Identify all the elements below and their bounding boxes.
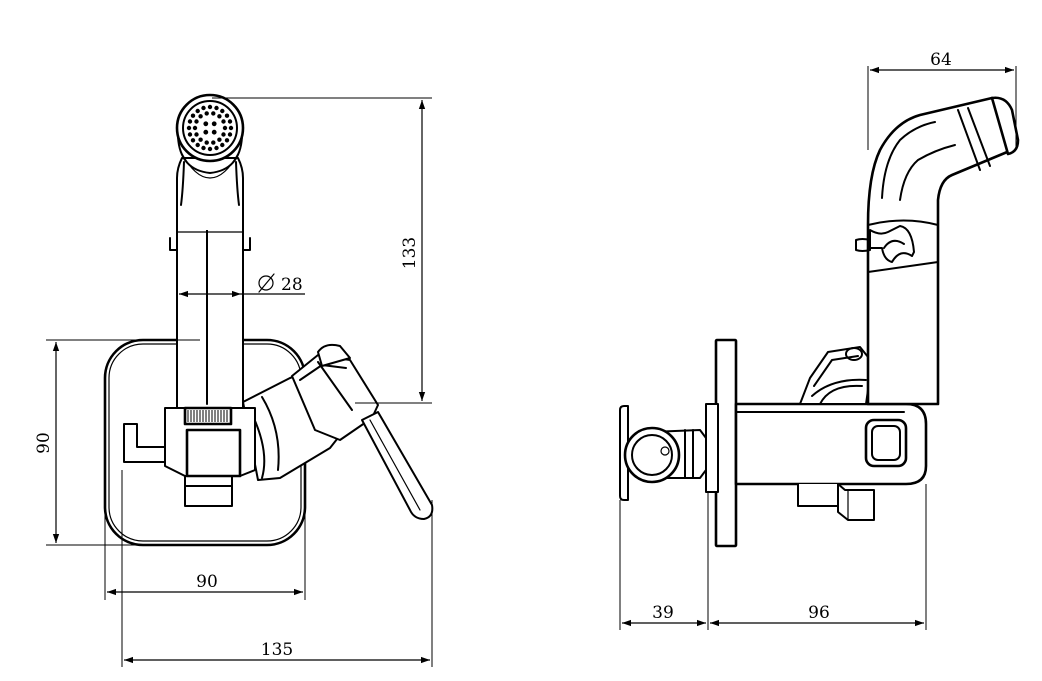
nozzle-hole (211, 140, 216, 145)
nozzle-hole (220, 108, 225, 114)
nozzle-hole (187, 119, 193, 124)
dim-label-28: 28 (281, 275, 303, 295)
dimension-64: 64 (867, 50, 1017, 150)
nozzle-hole (214, 145, 219, 151)
nozzle-hole (194, 132, 199, 137)
knurl-pattern (187, 410, 228, 422)
dim-label-135: 135 (261, 640, 293, 660)
nozzle-hole (217, 114, 222, 119)
spout-tube (169, 227, 251, 411)
nozzle-hole (217, 137, 222, 142)
dimension-90-horizontal: 90 (104, 470, 306, 600)
nozzle-hole (224, 138, 230, 143)
nozzle-hole (228, 125, 234, 131)
nozzle-hole (221, 119, 226, 124)
diameter-symbol (258, 273, 275, 293)
nozzle-hole (204, 140, 209, 145)
nozzle-hole (201, 105, 206, 111)
sprayer-head (175, 93, 245, 230)
lever-body (242, 343, 379, 481)
nozzle-hole (221, 132, 226, 137)
dim-label-90-horizontal: 90 (196, 572, 218, 592)
nozzle-hole (186, 125, 192, 131)
sprayer-nozzle-holes (186, 104, 234, 152)
nozzle-hole (192, 125, 198, 131)
dim-label-90-vertical: 90 (34, 432, 54, 454)
nozzle-hole (201, 145, 206, 151)
nozzle-hole (224, 113, 230, 118)
mount-bracket (619, 405, 707, 501)
nozzle-hole (195, 142, 200, 148)
nozzle-hole (211, 111, 216, 116)
nozzle-hole-center (211, 121, 217, 127)
dimension-96: 96 (710, 484, 927, 630)
side-lever (799, 346, 873, 405)
nozzle-hole (207, 104, 213, 110)
side-body (734, 402, 928, 521)
nozzle-hole (195, 108, 200, 114)
dimension-39: 39 (619, 492, 709, 630)
nozzle-hole (227, 132, 233, 137)
hand-shower (855, 96, 1014, 406)
nozzle-hole-center (203, 121, 209, 127)
dimension-135: 135 (121, 470, 433, 667)
nozzle-hole (190, 138, 196, 143)
diverter-block (164, 406, 256, 507)
flange-ring (705, 403, 719, 493)
nozzle-hole (194, 119, 199, 124)
shower-outlet (990, 96, 1020, 156)
nozzle-hole-center (203, 129, 209, 135)
nozzle-hole (187, 132, 193, 137)
nozzle-hole (204, 111, 209, 116)
dim-label-96: 96 (808, 603, 830, 623)
nozzle-hole (227, 119, 233, 124)
nozzle-hole (198, 137, 203, 142)
nozzle-hole (222, 125, 228, 131)
dimension-133: 133 (212, 97, 432, 404)
dimension-diameter-28: 28 (179, 273, 305, 298)
dim-label-39: 39 (652, 603, 674, 623)
holder-hook (123, 423, 166, 463)
nozzle-hole (220, 142, 225, 148)
dim-label-64: 64 (930, 50, 952, 70)
nozzle-hole (198, 114, 203, 119)
side-view: 64 39 96 (619, 50, 1020, 630)
nozzle-hole (214, 105, 219, 111)
front-view: 90 90 135 133 28 (34, 93, 434, 667)
lever-handle (361, 411, 434, 520)
dimension-90-vertical: 90 (34, 339, 200, 546)
dim-label-133: 133 (400, 237, 420, 269)
nozzle-hole (207, 146, 213, 152)
nozzle-hole (190, 113, 196, 118)
nozzle-hole-center (211, 129, 217, 135)
